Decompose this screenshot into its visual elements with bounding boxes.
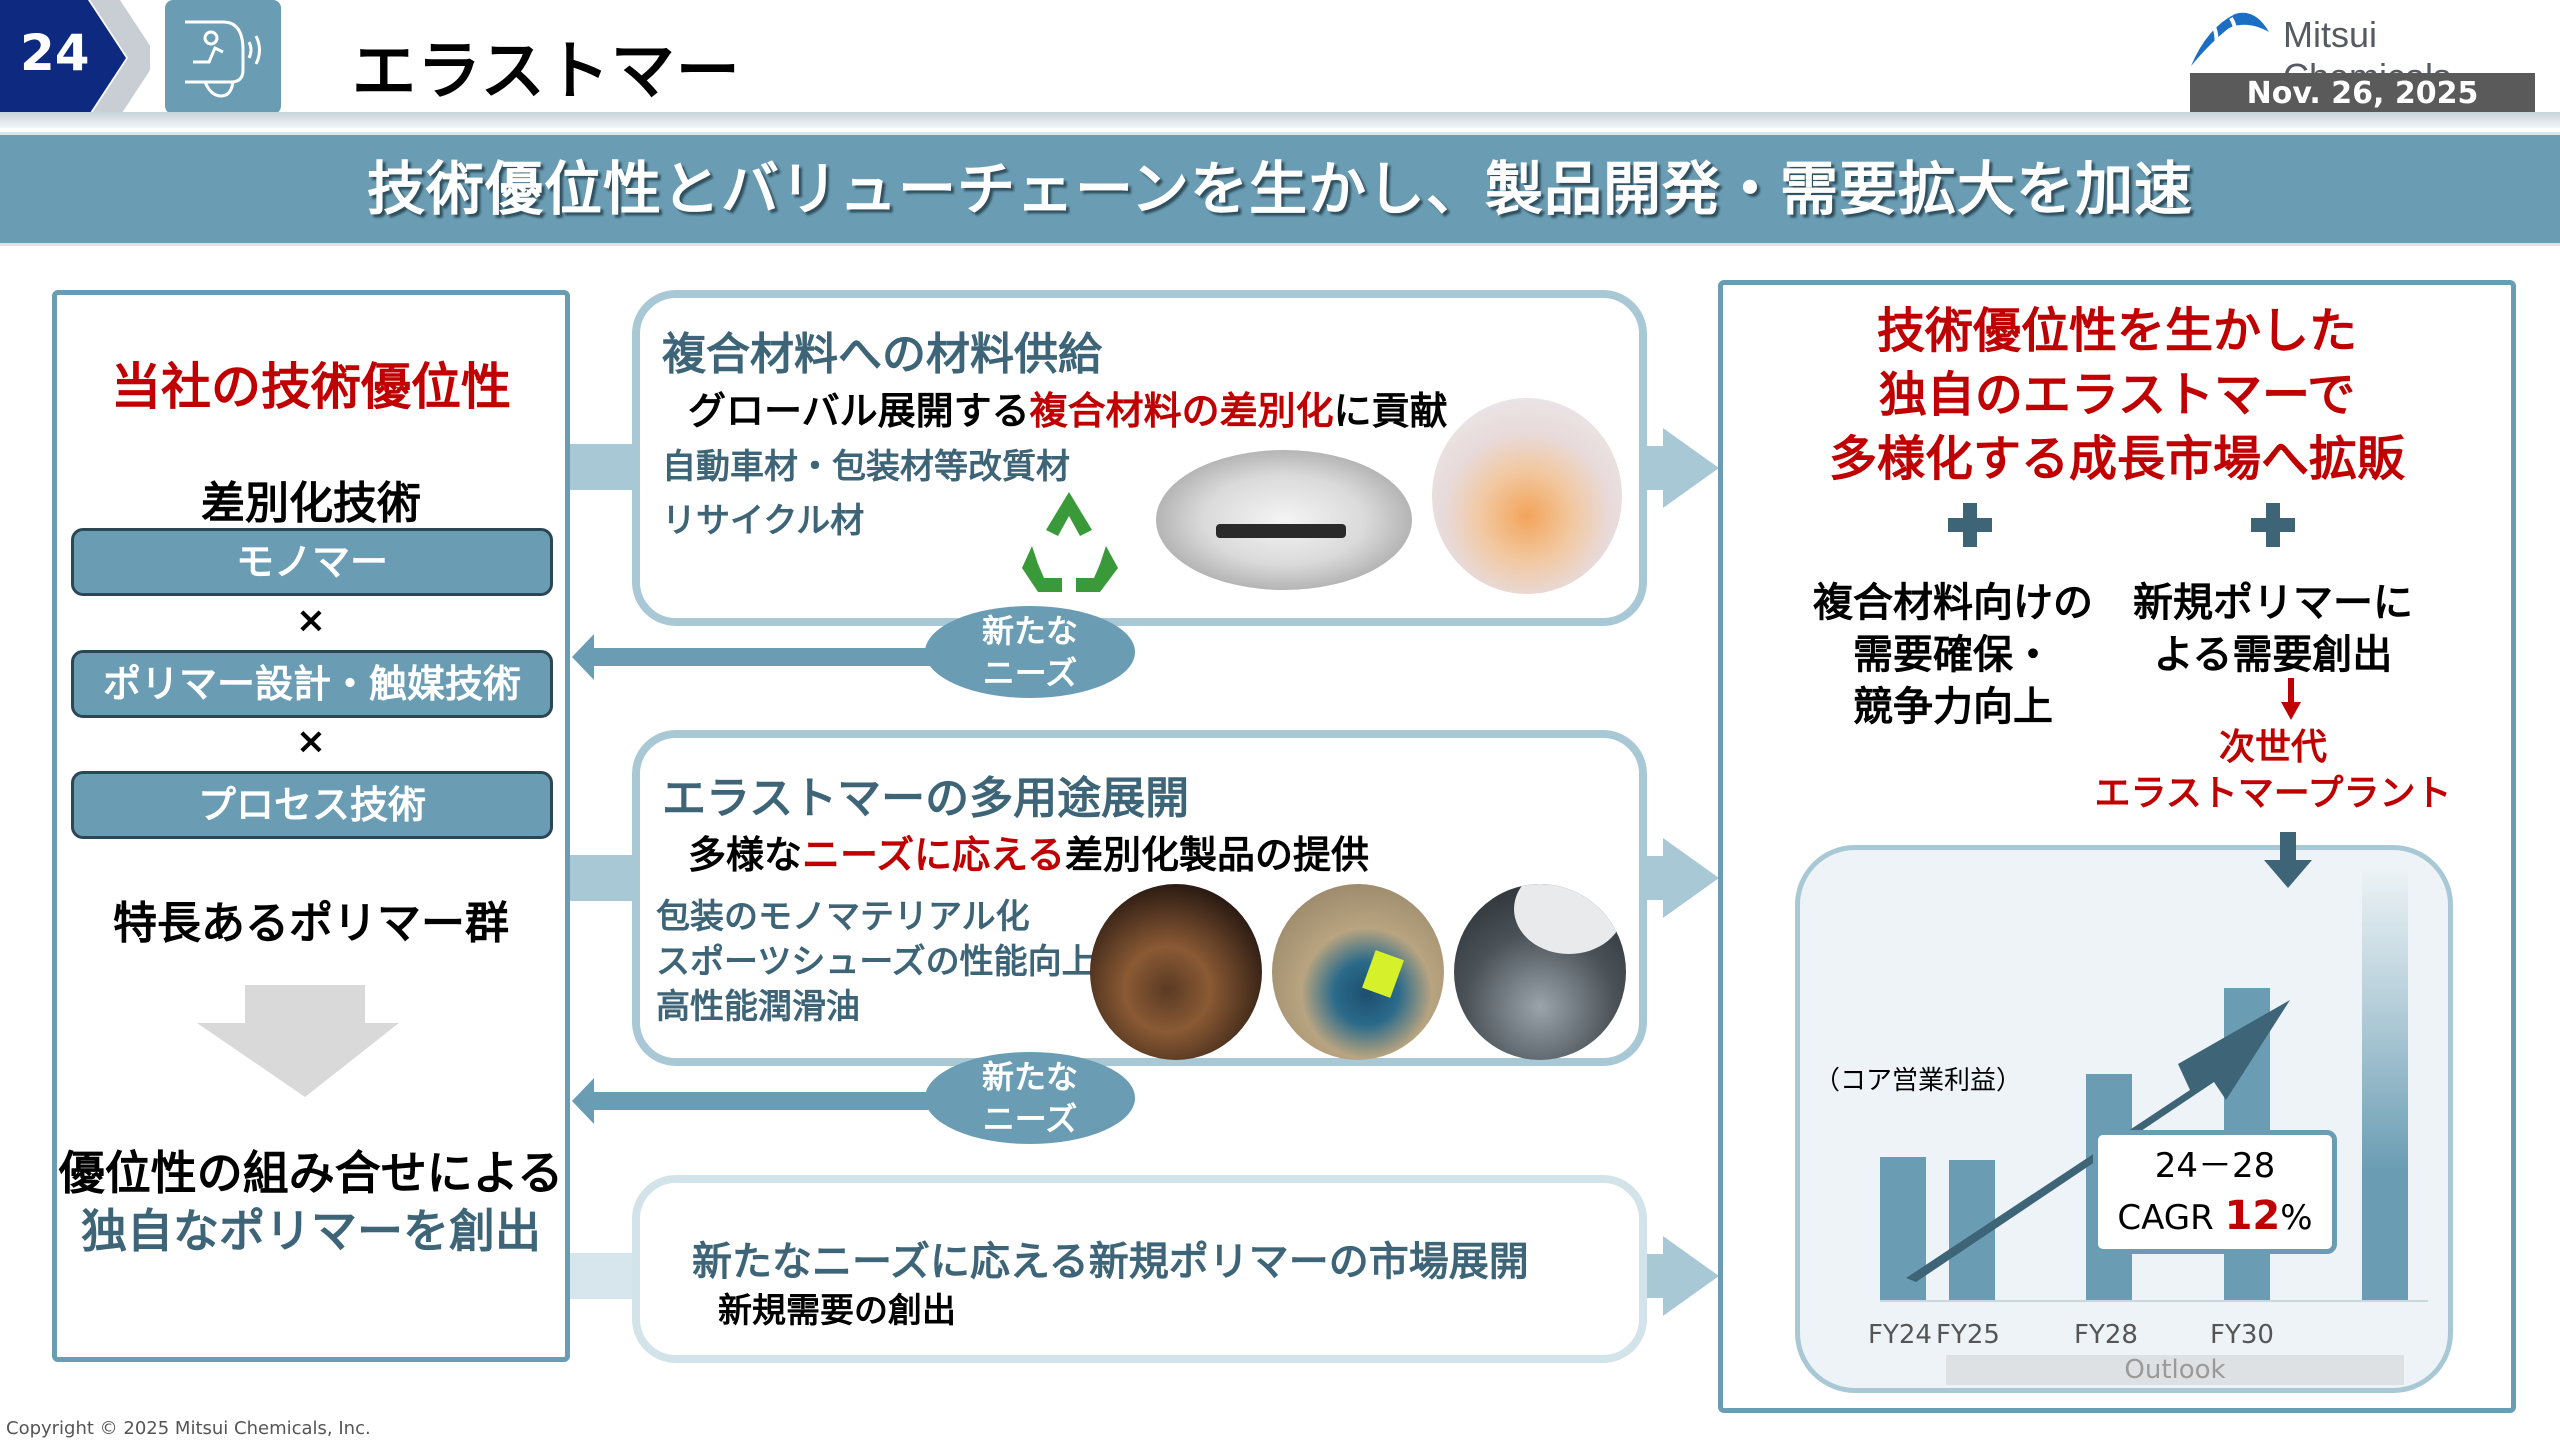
sports-shoe-photo [1272,884,1444,1060]
needs-arrow-left-icon [572,634,992,680]
xtick-fy28: FY28 [2074,1320,2138,1350]
new-polymer-demand-text: 新規ポリマーに よる需要創出 [2133,580,2413,678]
composite-supply-box: 複合材料への材料供給 グローバル展開する複合材料の差別化に貢献 自動車材・包装材… [632,290,1647,626]
needs-arrow-left-icon [572,1078,992,1124]
tech-box-polymer-design: ポリマー設計・触媒技術 [71,650,553,718]
chart-ylabel: （コア営業利益） [1814,1066,2023,1096]
recycle-icon [1022,492,1118,592]
tech-advantage-title: 当社の技術優位性 [111,358,511,416]
headline-banner: 技術優位性とバリューチェーンを生かし、製品開発・需要拡大を加速 [0,132,2560,246]
times-operator: × [295,600,327,641]
new-needs-badge: 新たな ニーズ [925,606,1135,698]
box-title: 新たなニーズに応える新規ポリマーの市場展開 [692,1239,1529,1285]
mitsui-logo-icon [2191,12,2269,67]
headline-text: 技術優位性とバリューチェーンを生かし、製品開発・需要拡大を加速 [366,155,2194,223]
box-item: スポーツシューズの性能向上 [656,942,1096,982]
cagr-callout: 24－28 CAGR 12% [2093,1130,2337,1254]
page-number: 24 [20,24,90,82]
food-cup-photo [1432,398,1622,594]
coffee-pouch-photo [1090,884,1262,1060]
date-label: Nov. 26, 2025 [2190,73,2535,115]
box-item: 高性能潤滑油 [656,987,860,1027]
profit-chart: （コア営業利益） FY24 FY25 FY28 FY30 Outlook 24－… [1795,845,2453,1393]
connector-bar [570,855,640,901]
growth-title: 技術優位性を生かした 独自のエラストマーで 多様化する成長市場へ拡販 [1828,303,2405,487]
new-needs-badge: 新たな ニーズ [925,1052,1135,1144]
plus-icon [1948,503,1992,547]
page-number-badge: 24 [0,0,150,116]
result-line-2: 独自なポリマーを創出 [81,1204,541,1258]
next-gen-plant-text: 次世代 エラストマープラント [2094,727,2452,814]
plus-icon [2251,503,2295,547]
tech-box-process: プロセス技術 [71,771,553,839]
box-item: 包装のモノマテリアル化 [656,897,1030,937]
autonomous-vehicle-icon [165,0,281,114]
box-item: リサイクル材 [662,501,865,541]
growth-arrow-icon [1906,1000,2290,1282]
box-title: 複合材料への材料供給 [662,329,1102,380]
xtick-fy30: FY30 [2210,1320,2274,1350]
copyright: Copyright © 2025 Mitsui Chemicals, Inc. [6,1418,371,1439]
xtick-fy24: FY24 [1868,1320,1932,1350]
red-down-arrow-icon [2281,678,2301,720]
differentiation-tech-label: 差別化技術 [201,478,421,529]
xtick-fy25: FY25 [1936,1320,2000,1350]
times-operator: × [295,721,327,762]
chevron-shape [0,0,150,116]
arrow-right-icon [1647,838,1719,918]
box-subtitle: 多様なニーズに応える差別化製品の提供 [688,833,1369,877]
down-arrow-icon [197,985,399,1097]
tech-box-monomer: モノマー [71,528,553,596]
connector-bar [570,1253,640,1299]
box-subtitle: グローバル展開する複合材料の差別化に貢献 [688,389,1448,433]
featured-polymers-label: 特長あるポリマー群 [113,898,509,949]
box-subtitle: 新規需要の創出 [718,1291,956,1331]
result-line-1: 優位性の組み合せによる [58,1146,564,1200]
outlook-label: Outlook [1946,1355,2404,1385]
bar-future [2362,868,2408,1300]
company-logo: Mitsui Chemicals [2185,8,2525,97]
plant-down-arrow-icon [2264,832,2312,888]
x-axis [1880,1300,2428,1302]
lubricant-oil-photo [1454,884,1626,1060]
page-title: エラストマー [352,35,741,109]
new-polymer-box: 新たなニーズに応える新規ポリマーの市場展開 新規需要の創出 [632,1175,1647,1363]
connector-bar [570,444,640,490]
arrow-right-icon [1647,428,1719,508]
box-title: エラストマーの多用途展開 [662,773,1190,824]
composite-demand-text: 複合材料向けの 需要確保・ 競争力向上 [1813,580,2093,730]
car-bumper-photo [1156,450,1412,590]
tech-advantage-panel: 当社の技術優位性 差別化技術 モノマー × ポリマー設計・触媒技術 × プロセス… [52,290,570,1362]
arrow-right-icon [1647,1236,1719,1316]
growth-market-panel: 技術優位性を生かした 独自のエラストマーで 多様化する成長市場へ拡販 複合材料向… [1718,280,2516,1413]
header-divider [0,112,2560,128]
multi-use-box: エラストマーの多用途展開 多様なニーズに応える差別化製品の提供 包装のモノマテリ… [632,730,1647,1066]
box-item: 自動車材・包装材等改質材 [662,447,1070,487]
